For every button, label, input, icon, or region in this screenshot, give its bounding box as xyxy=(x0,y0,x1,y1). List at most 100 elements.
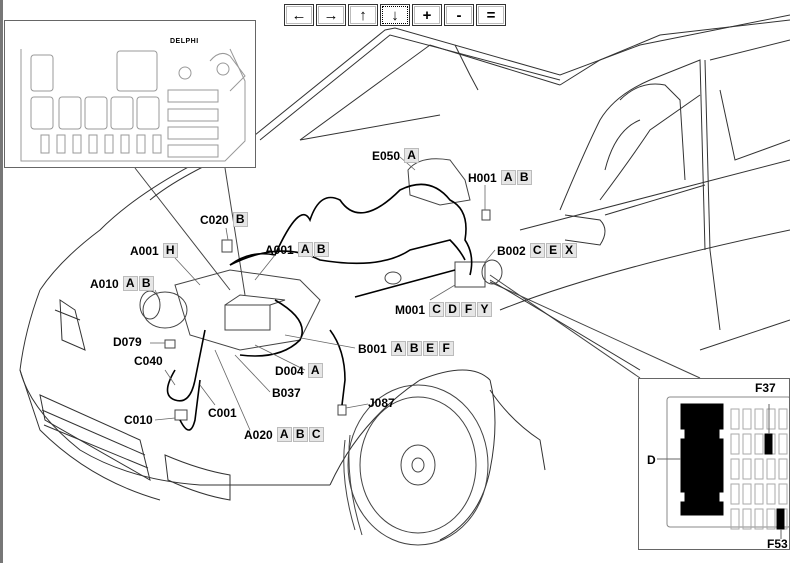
j087-connector xyxy=(337,404,347,416)
fuse-slot xyxy=(766,483,776,505)
component-code: B002 xyxy=(497,243,526,258)
component-code: D079 xyxy=(113,335,142,349)
connector-pin-a[interactable]: A xyxy=(276,427,292,442)
fuse-slot xyxy=(730,483,740,505)
fuse-slot xyxy=(766,408,776,430)
connector-pin-b[interactable]: B xyxy=(292,427,308,442)
fuse-row xyxy=(40,134,162,154)
label-j087[interactable]: J087 xyxy=(368,396,398,410)
component-code: M001 xyxy=(395,302,426,317)
connector-pin-d[interactable]: D xyxy=(445,302,461,317)
delphi-brand-label: DELPHI xyxy=(170,38,199,45)
leader-lines xyxy=(150,156,496,431)
label-d079[interactable]: D079 xyxy=(113,335,145,349)
label-b037[interactable]: B037 xyxy=(272,386,304,400)
connector-pin-b[interactable]: B xyxy=(406,341,422,356)
wiring-harness xyxy=(166,183,473,431)
connector-pin-b[interactable]: B xyxy=(232,212,248,227)
fuse-panel-detail-inset: D F37 F53 xyxy=(638,378,790,551)
fuse-slot xyxy=(766,458,776,480)
pan-left-button[interactable]: ← xyxy=(284,4,314,26)
component-code: C020 xyxy=(200,212,229,227)
front-wheel xyxy=(343,384,489,546)
fuse-slot xyxy=(778,408,788,430)
fuse-slot xyxy=(766,508,776,530)
connector-pin-a[interactable]: A xyxy=(390,341,406,356)
fuse-slot xyxy=(778,433,788,455)
component-code: A020 xyxy=(244,427,273,442)
fuse-f53-label: F53 xyxy=(767,537,788,551)
component-code: B001 xyxy=(358,341,387,356)
connector-pin-h[interactable]: H xyxy=(162,243,178,258)
d079-connector xyxy=(164,339,176,349)
fit-view-button[interactable]: = xyxy=(476,4,506,26)
label-c040[interactable]: C040 xyxy=(134,354,166,368)
zoom-in-button[interactable]: + xyxy=(412,4,442,26)
label-c010[interactable]: C010 xyxy=(124,413,156,427)
inset-pointer-lines xyxy=(134,167,701,379)
c020-connector xyxy=(221,239,233,253)
connector-pin-a[interactable]: A xyxy=(122,276,138,291)
component-code: C040 xyxy=(134,354,163,368)
fuse-slot xyxy=(754,458,764,480)
fuse-f37 xyxy=(764,433,773,455)
fuse-slot xyxy=(754,408,764,430)
connector-pin-a[interactable]: A xyxy=(307,363,323,378)
fuse-slot xyxy=(754,508,764,530)
component-code: J087 xyxy=(368,396,395,410)
component-code: C001 xyxy=(208,406,237,420)
maxi-fuses xyxy=(167,89,219,158)
component-code: H001 xyxy=(468,170,497,185)
component-code: B037 xyxy=(272,386,301,400)
fuse-slot xyxy=(742,408,752,430)
fuse-box-detail-inset: DELPHI xyxy=(4,20,256,168)
component-code: D004 xyxy=(275,363,304,378)
connector-pin-c[interactable]: C xyxy=(529,243,545,258)
fuse-slot xyxy=(730,408,740,430)
pan-down-button[interactable]: ↓ xyxy=(380,4,410,26)
connector-pin-b[interactable]: B xyxy=(516,170,532,185)
fuse-slot xyxy=(730,508,740,530)
connector-pin-c[interactable]: C xyxy=(308,427,324,442)
relay-row xyxy=(30,96,160,130)
fuse-d-label: D xyxy=(647,453,656,467)
connector-pin-a[interactable]: A xyxy=(404,148,420,163)
fuse-slot xyxy=(742,483,752,505)
pan-right-button[interactable]: → xyxy=(316,4,346,26)
connector-pin-f[interactable]: F xyxy=(461,302,477,317)
fuse-slot xyxy=(778,458,788,480)
connector-pin-y[interactable]: Y xyxy=(477,302,493,317)
component-code: E050 xyxy=(372,148,401,163)
fuse-d-block xyxy=(680,403,724,516)
connector-pin-e[interactable]: E xyxy=(545,243,561,258)
pan-up-button[interactable]: ↑ xyxy=(348,4,378,26)
connector-pin-a[interactable]: A xyxy=(500,170,516,185)
connector-pin-b[interactable]: B xyxy=(138,276,154,291)
connector-pin-c[interactable]: C xyxy=(429,302,445,317)
connector-pin-a[interactable]: A xyxy=(297,242,313,257)
label-c001[interactable]: C001 xyxy=(208,406,240,420)
fuse-slot xyxy=(730,433,740,455)
fuse-slot xyxy=(730,458,740,480)
connector-pin-b[interactable]: B xyxy=(313,242,329,257)
fuse-slot xyxy=(742,433,752,455)
c010-connector xyxy=(174,409,188,421)
connector-pin-x[interactable]: X xyxy=(561,243,577,258)
connector-pin-f[interactable]: F xyxy=(438,341,454,356)
zoom-out-button[interactable]: - xyxy=(444,4,474,26)
fuse-slot xyxy=(778,483,788,505)
component-code: A001 xyxy=(265,242,294,257)
connector-pin-e[interactable]: E xyxy=(422,341,438,356)
component-code: A001 xyxy=(130,243,159,258)
